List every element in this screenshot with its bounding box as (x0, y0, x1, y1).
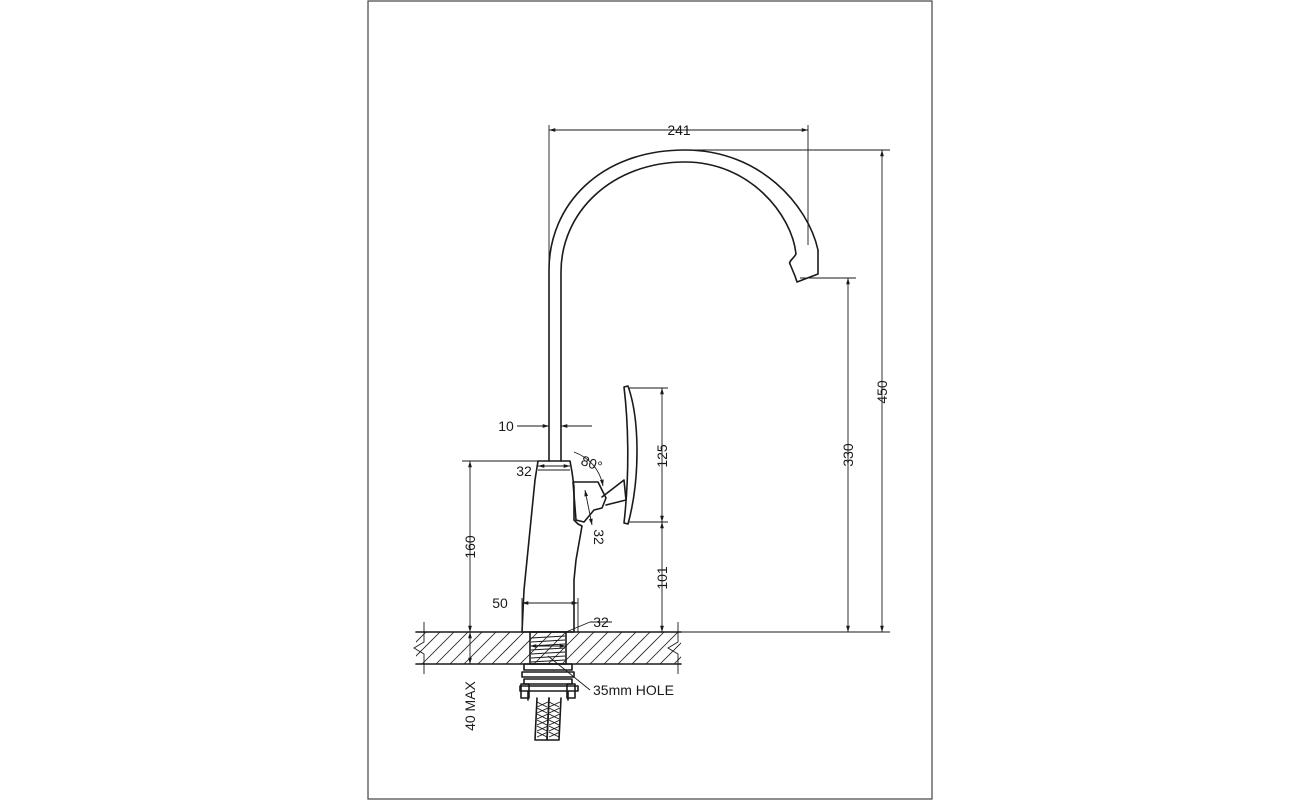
lever-height-label: 125 (654, 444, 670, 468)
drawing-frame (367, 0, 933, 800)
lever-base-height-label: 101 (654, 566, 670, 590)
lever-arm-label: 32 (591, 529, 607, 545)
flexible-hoses (534, 697, 562, 741)
body-height-label: 160 (462, 535, 478, 559)
total-height-label: 450 (874, 380, 890, 404)
shank-diameter-label: 32 (593, 614, 609, 630)
base-width-label: 50 (492, 595, 508, 611)
spout-diameter-label: 10 (498, 418, 514, 434)
hole-size-label: 35mm HOLE (593, 682, 674, 698)
countertop-hatching (416, 632, 681, 664)
spout-height-label: 330 (840, 443, 856, 467)
lever-handle (572, 385, 638, 525)
dimension-lines (462, 125, 890, 691)
spout-reach-label: 241 (667, 122, 691, 138)
gooseneck-spout (548, 149, 819, 462)
max-thickness-label: 40 MAX (462, 680, 478, 730)
tap-body (521, 460, 583, 633)
body-top-width-label: 32 (516, 463, 532, 479)
lever-angle-label: 80° (579, 452, 604, 474)
countertop-section (413, 622, 682, 674)
shank-assembly (519, 631, 579, 741)
